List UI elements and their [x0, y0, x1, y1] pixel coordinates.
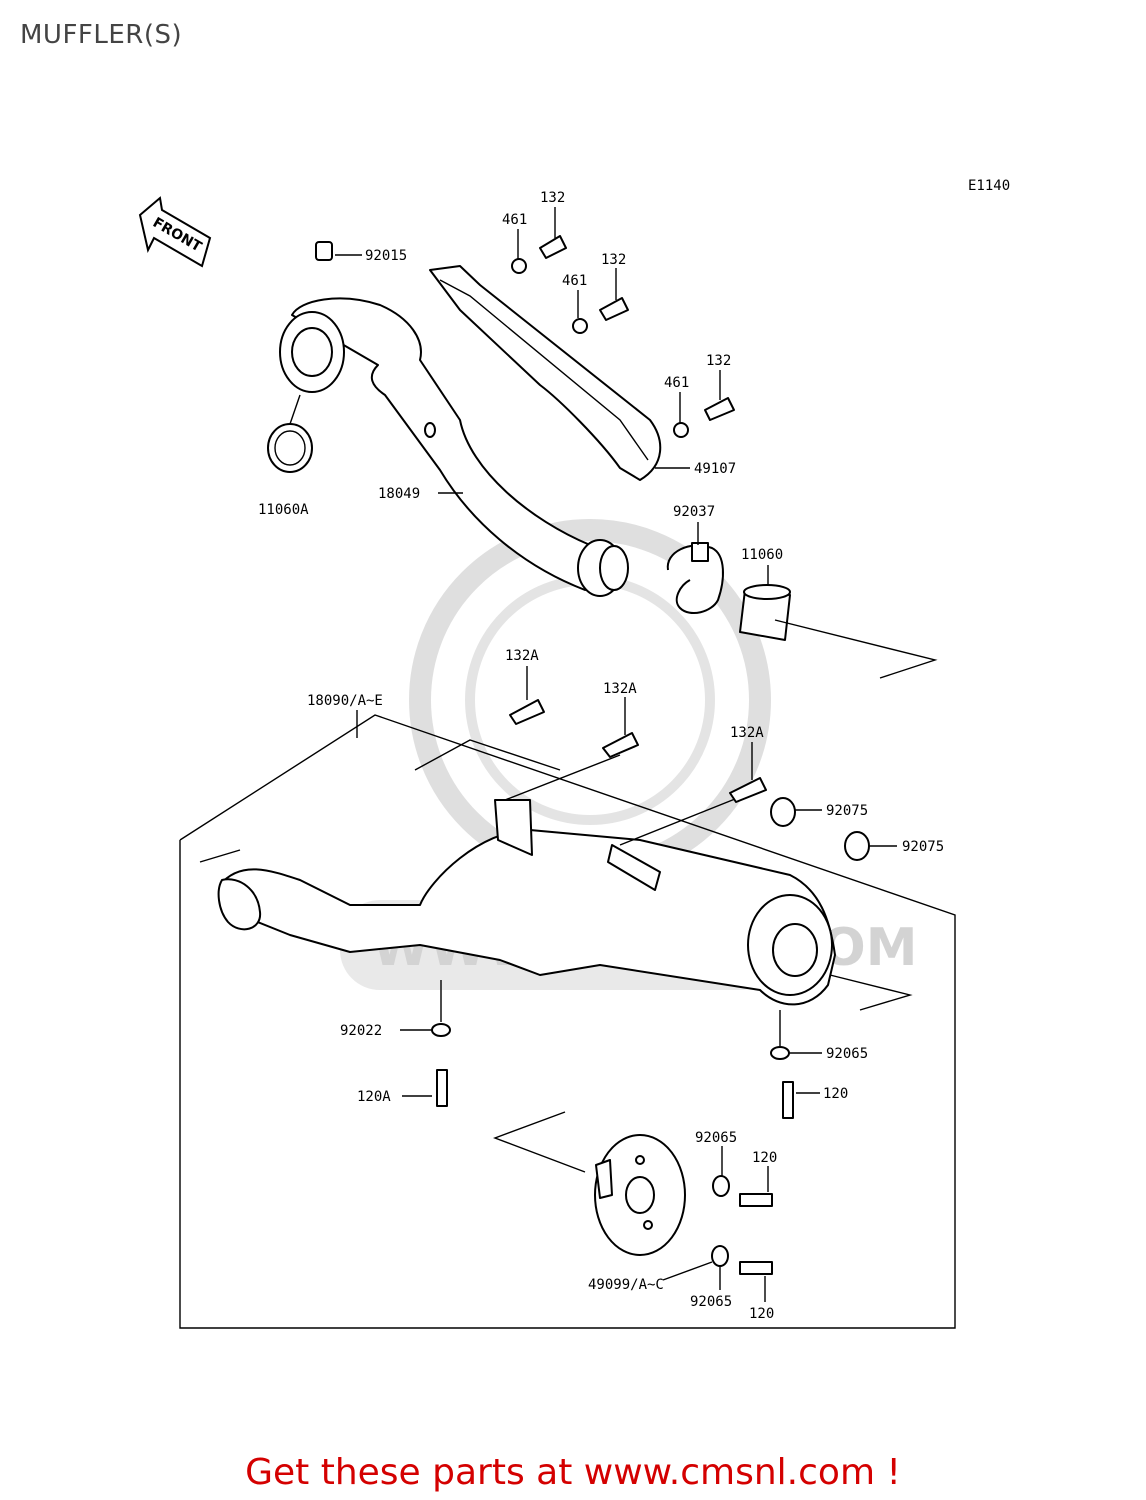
part-label-49107[interactable]: 49107: [694, 461, 736, 477]
sleeve-11060: [739, 584, 791, 641]
part-label-92065[interactable]: 92065: [690, 1294, 732, 1310]
part-label-18090[interactable]: 18090/A~E: [307, 693, 383, 709]
part-label-11060[interactable]: 11060: [741, 547, 783, 563]
figure-code: E1140: [968, 178, 1010, 194]
part-label-120[interactable]: 120: [823, 1086, 848, 1102]
part-label-18049[interactable]: 18049: [378, 486, 420, 502]
exhaust-pipe: [279, 297, 629, 597]
part-label-92075[interactable]: 92075: [826, 803, 868, 819]
front-arrow-icon: FRONT: [138, 196, 212, 268]
parts-diagram: WWW.CMSNL.COM FRONT: [138, 178, 1010, 1329]
end-cap: [594, 1134, 686, 1256]
part-label-132a[interactable]: 132A: [505, 648, 539, 664]
part-label-92065[interactable]: 92065: [826, 1046, 868, 1062]
part-label-92022[interactable]: 92022: [340, 1023, 382, 1039]
part-label-120[interactable]: 120: [752, 1150, 777, 1166]
page-title: MUFFLER(S): [20, 20, 183, 50]
part-label-92015[interactable]: 92015: [365, 248, 407, 264]
fasteners: [315, 235, 870, 1275]
cta-suffix: !: [875, 1452, 901, 1493]
part-label-461[interactable]: 461: [664, 375, 689, 391]
leader-lines: [335, 207, 897, 1302]
part-label-132[interactable]: 132: [540, 190, 565, 206]
part-label-92037[interactable]: 92037: [673, 504, 715, 520]
muffler: [217, 799, 836, 1006]
part-label-461[interactable]: 461: [502, 212, 527, 228]
cta-prefix: Get these parts at: [245, 1452, 584, 1493]
part-label-461[interactable]: 461: [562, 273, 587, 289]
clamp: [666, 542, 724, 615]
part-label-120[interactable]: 120: [749, 1306, 774, 1322]
silencer-group-box: [179, 714, 956, 1329]
part-label-132[interactable]: 132: [601, 252, 626, 268]
part-label-132[interactable]: 132: [706, 353, 731, 369]
part-label-92075[interactable]: 92075: [902, 839, 944, 855]
cta-link[interactable]: www.cmsnl.com: [583, 1452, 876, 1493]
part-label-49099[interactable]: 49099/A~C: [588, 1277, 664, 1293]
part-label-11060a[interactable]: 11060A: [258, 502, 309, 518]
cta-banner: Get these parts at www.cmsnl.com !: [0, 1452, 1146, 1493]
heat-guard: [429, 265, 662, 481]
part-label-92065[interactable]: 92065: [695, 1130, 737, 1146]
part-label-120a[interactable]: 120A: [357, 1089, 391, 1105]
part-label-132a[interactable]: 132A: [730, 725, 764, 741]
part-label-132a[interactable]: 132A: [603, 681, 637, 697]
